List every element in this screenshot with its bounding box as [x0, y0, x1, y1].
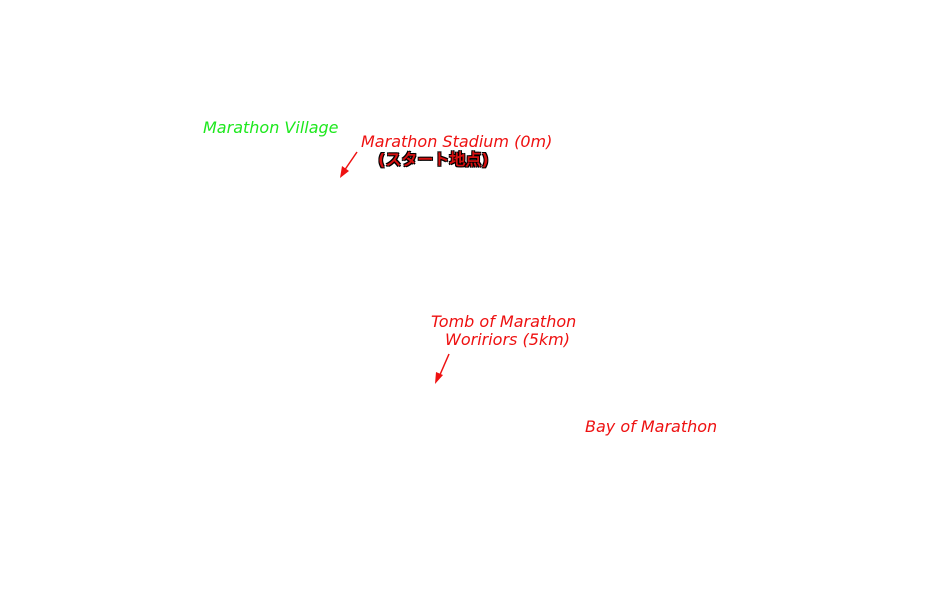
tomb-label-line2: Woririors (5km) [445, 330, 570, 349]
marathon-stadium-label: Marathon Stadium (0m) [361, 132, 553, 151]
stadium-pointer-arrow [340, 151, 358, 178]
marathon-village-label: Marathon Village [203, 118, 339, 137]
bay-of-marathon-label: Bay of Marathon [585, 417, 718, 436]
tomb-label-line1: Tomb of Marathon [431, 312, 577, 331]
start-point-note: (スタート地点) [378, 150, 489, 169]
tomb-pointer-arrow [435, 353, 450, 384]
